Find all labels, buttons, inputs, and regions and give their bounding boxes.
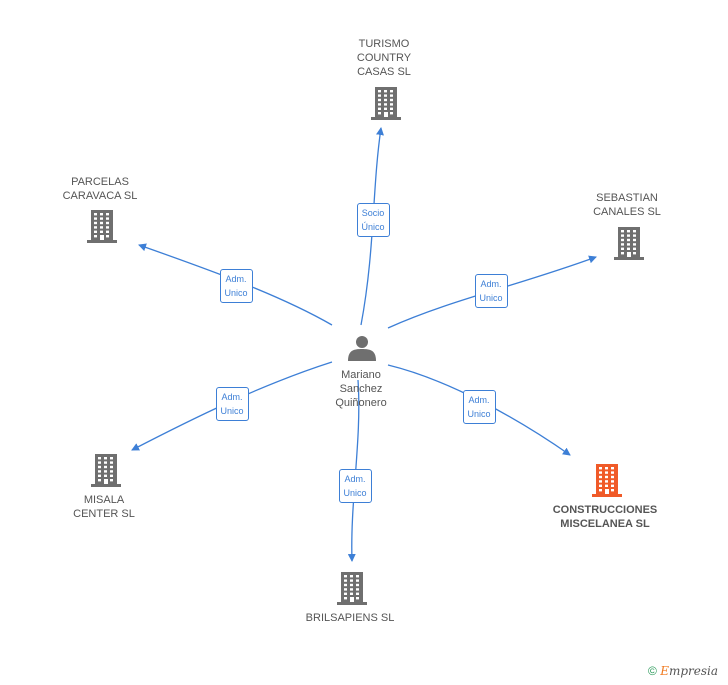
person-name[interactable]: Mariano Sanchez Quiñonero [335, 369, 387, 409]
company-label-construcciones[interactable]: CONSTRUCCIONES MISCELANEA SL [552, 504, 658, 530]
company-label-misala[interactable]: MISALA CENTER SL [73, 494, 135, 520]
building-icon[interactable] [91, 454, 121, 487]
person-icon[interactable] [348, 336, 376, 361]
building-icon[interactable] [337, 572, 367, 605]
building-icon[interactable] [614, 227, 644, 260]
building-icon[interactable] [371, 87, 401, 120]
company-label-sebastian[interactable]: SEBASTIAN CANALES SL [593, 192, 661, 218]
relation-tag-misala: Adm. Unico [215, 387, 249, 421]
relation-tag-construcciones: Adm. Unico [462, 390, 496, 424]
building-icon[interactable] [592, 464, 622, 497]
relation-tag-sebastian: Adm. Unico [474, 274, 508, 308]
brand-initial: E [660, 664, 669, 678]
company-label-parcelas[interactable]: PARCELAS CARAVACA SL [62, 176, 138, 202]
relation-tag-turismo: Socio Único [356, 203, 390, 237]
relation-tag-brilsapiens: Adm. Unico [338, 469, 372, 503]
relation-tag-parcelas: Adm. Unico [219, 269, 253, 303]
copyright-symbol: © [648, 664, 657, 678]
building-icon[interactable] [87, 210, 117, 243]
brand-name: mpresia [668, 664, 719, 678]
watermark: © Empresia [648, 664, 718, 678]
company-label-turismo[interactable]: TURISMO COUNTRY CASAS SL [356, 38, 412, 78]
company-label-brilsapiens[interactable]: BRILSAPIENS SL [305, 612, 395, 624]
